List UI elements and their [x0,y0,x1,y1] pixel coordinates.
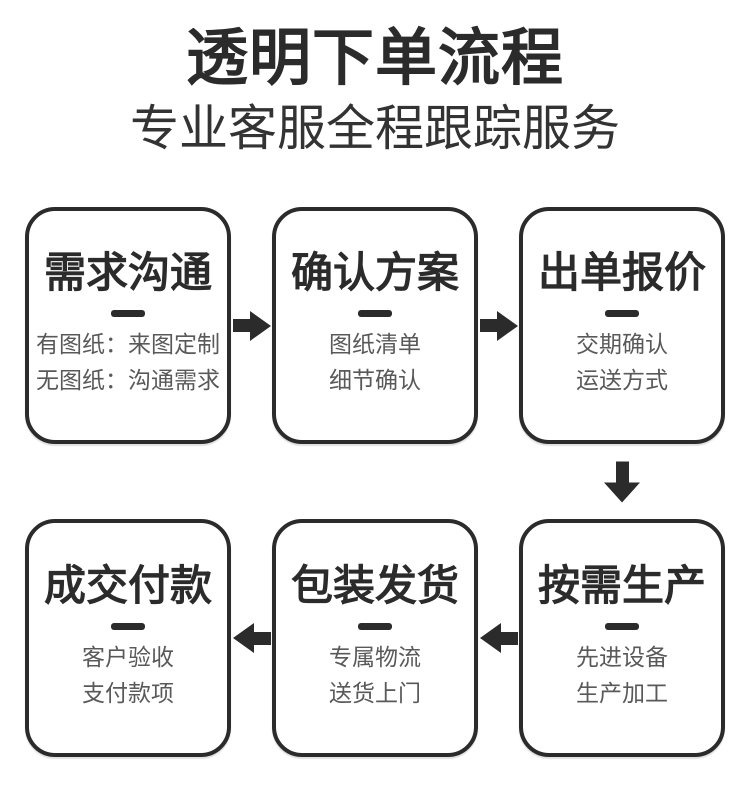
flow-row-top: 需求沟通 有图纸：来图定制 无图纸：沟通需求 确认方案 图纸清单 细节确认 出单… [25,207,725,445]
step-box-pack-ship: 包装发货 专属物流 送货上门 [272,519,478,758]
step-detail-line: 有图纸：来图定制 [36,331,220,358]
step-title: 成交付款 [43,561,212,609]
connector-gap [478,207,519,444]
step-title: 确认方案 [290,249,459,297]
page-subtitle: 专业客服全程跟踪服务 [129,101,620,156]
step-title: 出单报价 [537,249,706,297]
arrow-right-icon [479,310,518,341]
dash-divider [605,622,639,630]
connector-gap [231,519,272,757]
step-title: 需求沟通 [43,249,212,297]
flow-row-bottom: 成交付款 客户验收 支付款项 包装发货 专属物流 送货上门 按需生产 先进设备 [25,519,725,758]
page-title: 透明下单流程 [185,24,564,93]
step-box-issue-quote: 出单报价 交期确认 运送方式 [519,207,725,445]
step-box-deal-payment: 成交付款 客户验收 支付款项 [25,519,231,758]
step-detail-line: 客户验收 [82,643,174,670]
arrow-down-icon [604,461,640,503]
flow-diagram: 需求沟通 有图纸：来图定制 无图纸：沟通需求 确认方案 图纸清单 细节确认 出单… [25,207,725,758]
dash-divider [358,622,392,630]
arrow-left-icon [232,623,271,654]
step-title: 按需生产 [537,561,706,609]
step-detail-line: 专属物流 [329,643,421,670]
step-box-on-demand-production: 按需生产 先进设备 生产加工 [519,519,725,758]
dash-divider [111,310,145,318]
header: 透明下单流程 专业客服全程跟踪服务 [0,0,750,157]
step-detail-line: 图纸清单 [329,331,421,358]
flow-row-gap [25,444,725,519]
step-title: 包装发货 [290,561,459,609]
connector-gap [231,207,272,444]
step-detail-line: 支付款项 [82,679,174,706]
dash-divider [358,310,392,318]
step-detail-line: 运送方式 [576,367,668,394]
dash-divider [111,622,145,630]
dash-divider [605,310,639,318]
step-detail-line: 细节确认 [329,367,421,394]
step-detail-line: 先进设备 [576,643,668,670]
connector-gap [478,519,519,757]
arrow-left-icon [479,623,518,654]
arrow-right-icon [232,310,271,341]
step-detail-line: 生产加工 [576,679,668,706]
step-detail-line: 送货上门 [329,679,421,706]
step-detail-line: 无图纸：沟通需求 [36,367,220,394]
step-box-demand-communication: 需求沟通 有图纸：来图定制 无图纸：沟通需求 [25,207,231,445]
step-detail-line: 交期确认 [576,331,668,358]
step-box-confirm-plan: 确认方案 图纸清单 细节确认 [272,207,478,445]
